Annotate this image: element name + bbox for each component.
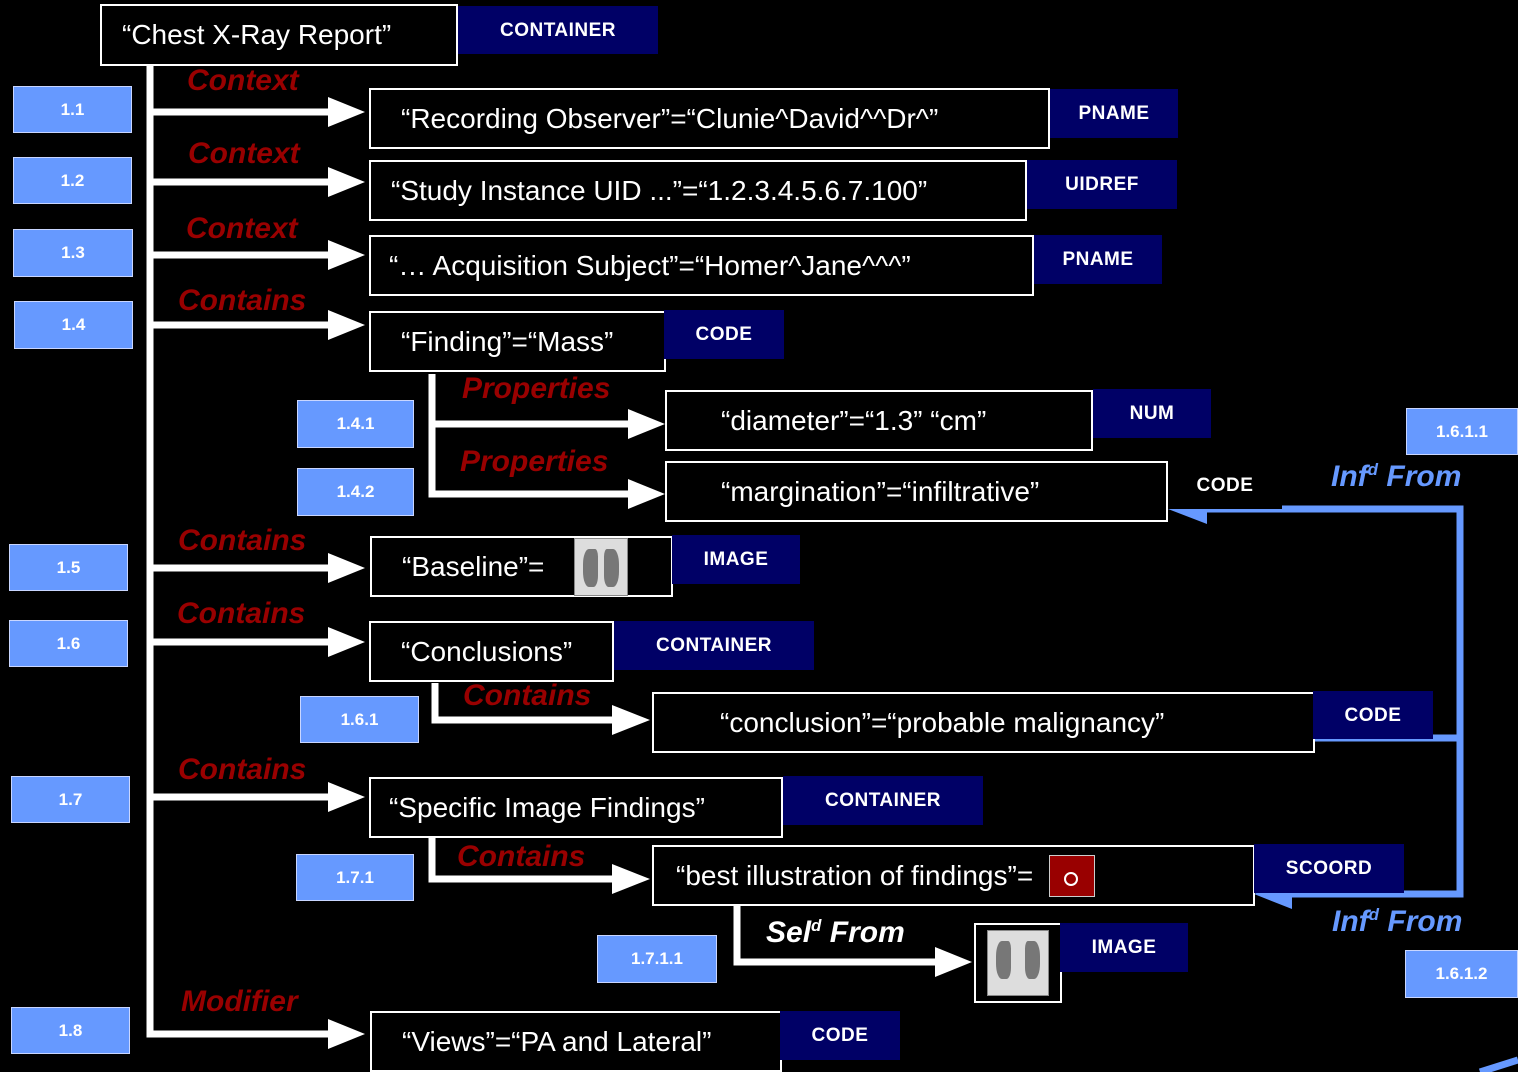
relationship-label-1-6: Contains [177,597,306,630]
node-number-1-7: 1.7 [11,776,130,823]
content-node-1-6: “Conclusions” [369,621,614,682]
type-badge-1-8: CODE [780,1011,900,1060]
inferred-label-1-6-1-2: Infd From [1332,905,1462,939]
relationship-label-1-7-1-1-suffix: From [821,916,905,949]
content-node-1-1: “Recording Observer”=“Clunie^David^^Dr^” [369,88,1050,149]
type-badge-1-4-2: CODE [1168,461,1282,509]
type-badge-1-6: CONTAINER [614,621,814,670]
content-node-1-7-1-1 [974,923,1062,1003]
node-number-1-3: 1.3 [13,229,133,277]
content-node-1-7: “Specific Image Findings” [369,777,783,838]
relationship-label-1-7: Contains [178,753,307,786]
relationship-label-1-8: Modifier [181,985,298,1018]
inferred-label-1-6-1-2-suffix: From [1379,905,1463,938]
content-node-1-6-1: “conclusion”=“probable malignancy” [652,692,1315,753]
inferred-label-1-6-1-1-suffix: From [1378,460,1462,493]
type-badge-1-5: IMAGE [672,535,800,584]
relationship-label-1-3: Context [186,212,298,245]
relationship-label-1-5: Contains [178,524,307,557]
content-node-1-3: “… Acquisition Subject”=“Homer^Jane^^^” [369,235,1034,296]
spatial-coordinate-roi-icon [1049,854,1096,897]
type-badge-1-7-1: SCOORD [1254,844,1404,893]
relationship-label-1-7-1-1-sup: d [811,916,822,935]
node-number-1-6: 1.6 [9,620,128,667]
content-node-1-7-1-label: “best illustration of findings”= [676,859,1034,891]
content-node-1-4: “Finding”=“Mass” [369,311,666,372]
type-badge-1-6-1: CODE [1313,691,1433,739]
root-type-badge: CONTAINER [458,6,658,54]
type-badge-1-7: CONTAINER [783,776,983,825]
node-number-1-6-1: 1.6.1 [300,696,419,743]
node-number-1-1: 1.1 [13,86,132,133]
node-number-1-6-1-1: 1.6.1.1 [1406,408,1518,455]
relationship-label-1-7-1-1: Seld From [766,916,905,950]
type-badge-1-2: UIDREF [1027,160,1177,209]
relationship-label-1-1: Context [187,64,299,97]
relationship-label-1-4: Contains [178,284,307,317]
relationship-label-1-7-1-1-text: Sel [766,916,812,949]
type-badge-1-3: PNAME [1034,235,1162,284]
content-node-1-4-1: “diameter”=“1.3” “cm” [665,390,1093,451]
node-number-1-4-2: 1.4.2 [297,468,414,516]
node-number-1-4: 1.4 [14,301,133,349]
xray-thumbnail-icon [574,537,629,596]
type-badge-1-1: PNAME [1050,89,1178,138]
node-number-1-5: 1.5 [9,544,128,591]
relationship-label-1-4-2: Properties [460,445,609,478]
node-number-1-4-1: 1.4.1 [297,400,414,448]
node-number-1-6-1-2: 1.6.1.2 [1405,950,1518,998]
node-number-1-7-1: 1.7.1 [296,854,414,901]
content-node-1-4-2: “margination”=“infiltrative” [665,461,1168,522]
content-node-1-2: “Study Instance UID ...”=“1.2.3.4.5.6.7.… [369,160,1027,221]
relationship-label-1-2: Context [188,137,300,170]
inferred-label-1-6-1-1-text: Inf [1331,460,1368,493]
type-badge-1-4: CODE [664,310,784,359]
relationship-label-1-6-1: Contains [463,679,592,712]
inferred-label-1-6-1-2-text: Inf [1332,905,1369,938]
content-node-1-8: “Views”=“PA and Lateral” [370,1011,782,1072]
root-container-node: “Chest X-Ray Report” [100,4,458,66]
content-node-1-5-label: “Baseline”= [402,550,545,582]
xray-image-icon [987,930,1049,996]
content-node-1-5: “Baseline”= [370,536,673,597]
inferred-label-1-6-1-2-sup: d [1368,905,1380,924]
node-number-1-8: 1.8 [11,1007,130,1054]
node-number-1-2: 1.2 [13,157,132,204]
content-node-1-7-1: “best illustration of findings”= [652,845,1255,906]
inferred-label-1-6-1-1-sup: d [1367,460,1379,479]
type-badge-1-4-1: NUM [1093,389,1211,438]
inferred-label-1-6-1-1: Infd From [1331,460,1461,494]
node-number-1-7-1-1: 1.7.1.1 [597,935,717,983]
relationship-label-1-4-1: Properties [462,372,611,405]
relationship-label-1-7-1: Contains [457,840,586,873]
type-badge-1-7-1-1: IMAGE [1060,923,1188,972]
